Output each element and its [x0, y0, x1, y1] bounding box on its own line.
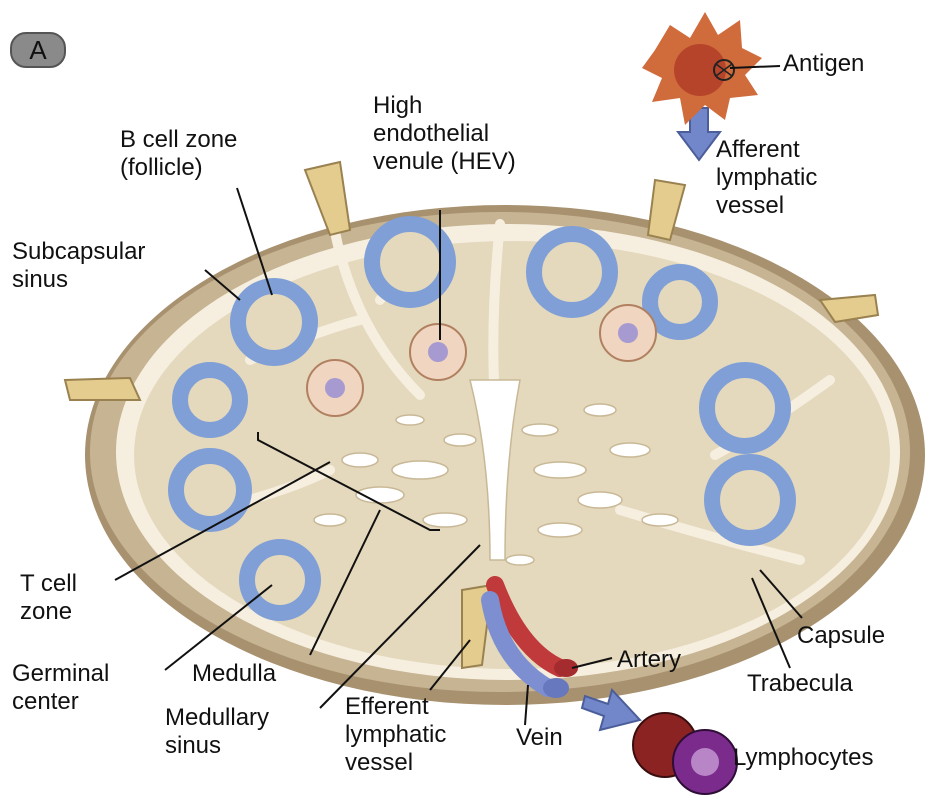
label-hev: High endothelial venule (HEV) [373, 92, 516, 176]
label-subcapsular-sinus: Subcapsular sinus [12, 238, 145, 294]
label-germinal-center: Germinal center [12, 660, 109, 716]
afferent-vessel [65, 378, 140, 400]
label-capsule: Capsule [797, 622, 885, 650]
vein-end [543, 678, 569, 698]
label-antigen: Antigen [783, 50, 864, 78]
follicle [650, 272, 710, 332]
label-artery: Artery [617, 646, 681, 674]
label-trabecula: Trabecula [747, 670, 853, 698]
label-t-cell-zone: T cell zone [20, 570, 77, 626]
follicle [180, 370, 240, 430]
afferent-vessel [305, 162, 350, 235]
follicle [372, 224, 448, 300]
lymphocytes-cells [633, 713, 737, 794]
label-lymphocytes: Lymphocytes [733, 744, 874, 772]
follicle [247, 547, 313, 613]
hev [307, 360, 363, 416]
hev [600, 305, 656, 361]
hev [410, 324, 466, 380]
follicle [712, 462, 788, 538]
label-b-cell-zone: B cell zone (follicle) [120, 126, 237, 182]
label-vein: Vein [516, 724, 563, 752]
follicle [238, 286, 310, 358]
follicle [707, 370, 783, 446]
label-efferent-lymphatic-vessel: Efferent lymphatic vessel [345, 693, 446, 777]
label-medullary-sinus: Medullary sinus [165, 704, 269, 760]
label-medulla: Medulla [192, 660, 276, 688]
label-afferent-lymphatic-vessel: Afferent lymphatic vessel [716, 136, 817, 220]
follicle [534, 234, 610, 310]
